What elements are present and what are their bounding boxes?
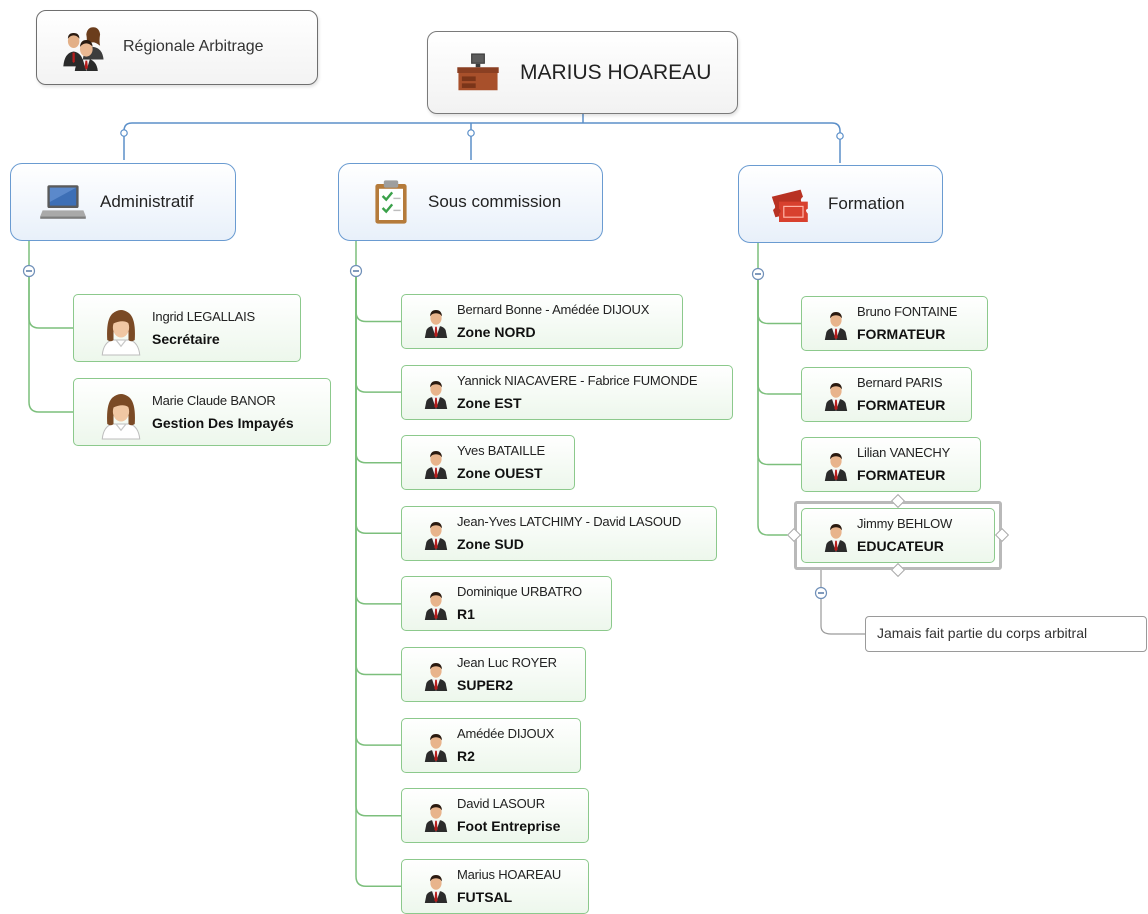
member-name: Marius HOAREAU (457, 866, 562, 882)
member-role: FORMATEUR (857, 326, 946, 342)
woman-avatar-icon (96, 385, 146, 443)
branch-topic-2[interactable]: Sous commission (338, 163, 603, 241)
man-avatar-icon (420, 869, 452, 905)
man-avatar-icon (420, 728, 452, 764)
collapse-toggle[interactable] (751, 267, 765, 281)
member-name: Jimmy BEHLOW (857, 515, 953, 531)
central-topic-box[interactable]: MARIUS HOAREAU (427, 31, 738, 114)
member-card[interactable]: Bernard PARIS FORMATEUR (801, 366, 972, 422)
man-avatar-icon (820, 447, 852, 483)
member-role: EDUCATEUR (857, 537, 944, 554)
man-avatar-icon (420, 586, 452, 622)
collapse-toggle[interactable] (349, 264, 363, 278)
member-name: Dominique URBATRO (457, 584, 582, 600)
collapse-toggle[interactable] (22, 264, 36, 278)
member-card[interactable]: Jimmy BEHLOW EDUCATEUR (801, 507, 995, 563)
member-role: Secrétaire (152, 331, 220, 347)
member-name: Yannick NIACAVERE - Fabrice FUMONDE (457, 372, 698, 388)
member-name: David LASOUR (457, 796, 545, 812)
member-name: Marie Claude BANOR (152, 393, 276, 408)
note-text: Jamais fait partie du corps arbitral (877, 625, 1088, 641)
selection-frame (794, 500, 1002, 570)
member-name: Bernard PARIS (857, 374, 943, 390)
branch-topic-3[interactable]: Formation (738, 165, 943, 243)
member-card[interactable]: Jean Luc ROYER SUPER2 (401, 647, 586, 702)
member-role: R2 (457, 747, 475, 764)
man-avatar-icon (820, 377, 852, 413)
member-role: Zone EST (457, 394, 522, 411)
member-card[interactable]: Amédée DIJOUX R2 (401, 717, 581, 773)
member-name: Jean Luc ROYER (457, 655, 557, 670)
member-role: Zone OUEST (457, 465, 543, 482)
man-avatar-icon (420, 516, 452, 552)
member-card[interactable]: Yannick NIACAVERE - Fabrice FUMONDE Zone … (401, 364, 733, 420)
branch-topic-title: Formation (828, 194, 905, 213)
member-role: FORMATEUR (857, 396, 946, 413)
member-name: Lilian VANECHY (857, 445, 951, 460)
group-icon (61, 25, 107, 71)
clipboard-check-icon (365, 178, 417, 226)
office-desk-icon (454, 50, 502, 96)
man-avatar-icon (820, 518, 852, 554)
member-role: FUTSAL (457, 888, 513, 905)
member-card[interactable]: Ingrid LEGALLAIS Secrétaire (73, 294, 301, 362)
note-callout[interactable]: Jamais fait partie du corps arbitral (865, 616, 1147, 652)
floating-topic-box[interactable]: Régionale Arbitrage (36, 10, 318, 85)
member-role: Foot Entreprise (457, 818, 561, 835)
member-card[interactable]: Lilian VANECHY FORMATEUR (801, 437, 981, 492)
laptop-icon (37, 178, 89, 226)
branch-topic-title: Sous commission (428, 192, 562, 211)
member-card[interactable]: Dominique URBATRO R1 (401, 576, 612, 632)
man-avatar-icon (420, 304, 452, 340)
man-avatar-icon (420, 375, 452, 411)
member-card[interactable]: Marius HOAREAU FUTSAL (401, 858, 589, 914)
member-name: Jean-Yves LATCHIMY - David LASOUD (457, 513, 682, 529)
member-role: Zone SUD (457, 535, 524, 552)
member-role: Zone NORD (457, 324, 536, 340)
man-avatar-icon (420, 445, 452, 481)
man-avatar-icon (420, 798, 452, 834)
member-card[interactable]: Bruno FONTAINE FORMATEUR (801, 296, 988, 351)
member-name: Bruno FONTAINE (857, 304, 958, 319)
woman-avatar-icon (96, 301, 146, 359)
member-name: Amédée DIJOUX (457, 725, 555, 741)
member-role: SUPER2 (457, 677, 514, 693)
man-avatar-icon (420, 657, 452, 693)
member-card[interactable]: Yves BATAILLE Zone OUEST (401, 435, 575, 491)
member-role: FORMATEUR (857, 467, 946, 483)
central-topic-title: MARIUS HOAREAU (520, 61, 712, 84)
branch-topic-1[interactable]: Administratif (10, 163, 236, 241)
member-role: Gestion Des Impayés (152, 415, 294, 431)
member-role: R1 (457, 606, 475, 623)
member-card[interactable]: Marie Claude BANOR Gestion Des Impayés (73, 378, 331, 446)
member-card[interactable]: Bernard Bonne - Amédée DIJOUX Zone NORD (401, 294, 683, 349)
member-card[interactable]: David LASOUR Foot Entreprise (401, 788, 589, 844)
member-name: Bernard Bonne - Amédée DIJOUX (457, 302, 650, 317)
member-name: Ingrid LEGALLAIS (152, 309, 256, 324)
member-name: Yves BATAILLE (457, 443, 545, 459)
member-card[interactable]: Jean-Yves LATCHIMY - David LASOUD Zone SU… (401, 505, 717, 561)
branch-topic-title: Administratif (100, 192, 194, 211)
floating-topic-title: Régionale Arbitrage (123, 38, 264, 55)
tickets-icon (765, 180, 817, 228)
man-avatar-icon (820, 306, 852, 342)
